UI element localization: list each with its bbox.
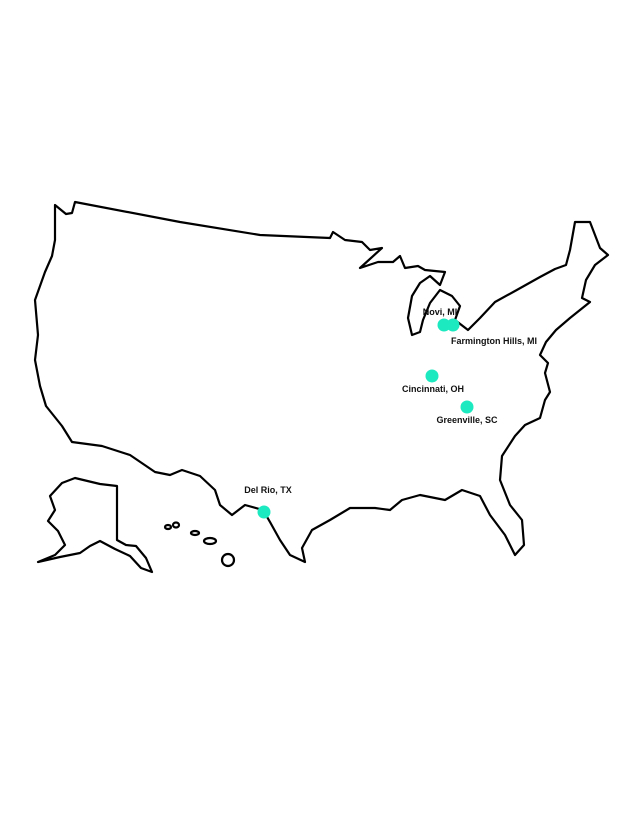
contiguous-us-outline: [33, 200, 610, 564]
location-label: Greenville, SC: [436, 415, 498, 425]
location-marker[interactable]: [257, 505, 271, 519]
location-greenville[interactable]: Greenville, SC: [436, 400, 498, 426]
location-label: Farmington Hills, MI: [451, 336, 537, 346]
location-marker[interactable]: [460, 400, 474, 414]
location-label: Del Rio, TX: [244, 485, 292, 495]
location-marker[interactable]: [437, 318, 451, 332]
location-cincinnati[interactable]: Cincinnati, OH: [402, 369, 464, 395]
location-marker[interactable]: [446, 318, 460, 332]
location-marker[interactable]: [425, 369, 439, 383]
location-del-rio[interactable]: Del Rio, TX: [244, 485, 292, 519]
location-label: Cincinnati, OH: [402, 384, 464, 394]
location-novi[interactable]: Novi, MI: [423, 307, 458, 332]
hawaii-outline: [163, 521, 236, 568]
location-farmington-hills[interactable]: Farmington Hills, MI: [446, 318, 538, 347]
alaska-outline: [36, 476, 154, 574]
location-label: Novi, MI: [423, 307, 458, 317]
